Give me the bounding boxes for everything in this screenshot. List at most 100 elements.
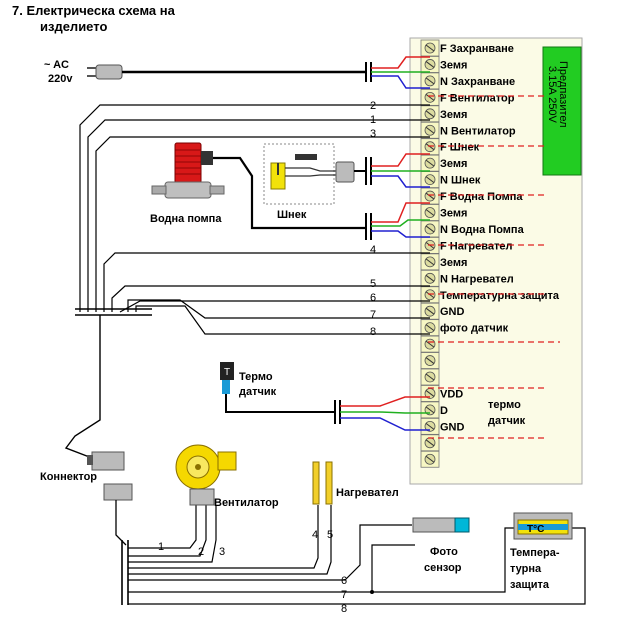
terminal-screw xyxy=(420,417,440,435)
diagram-title-line1: 7. Електрическа схема на xyxy=(12,3,176,18)
terminal-screw xyxy=(420,204,440,221)
terminal-screw xyxy=(420,56,440,73)
wire-number: 2 xyxy=(370,100,376,112)
temperature-protection-icon: T°C xyxy=(513,512,573,540)
terminal-label: F Вентилатор xyxy=(440,92,515,104)
terminal-screw xyxy=(420,220,440,238)
fan-wire-number: 2 xyxy=(198,546,204,558)
terminal-label: N Нагревател xyxy=(440,273,514,285)
tp-label-line3: защита xyxy=(510,579,550,591)
terminal-label: Земя xyxy=(440,59,467,71)
terminal-label: Земя xyxy=(440,208,467,220)
terminal-label: F Шнек xyxy=(440,142,480,154)
bottom-wire-number: 8 xyxy=(341,603,347,615)
fan-icon xyxy=(175,444,237,506)
terminal-screw xyxy=(420,253,440,271)
terminal-label: N Водна Помпа xyxy=(440,224,525,236)
terminal-screw xyxy=(420,269,440,287)
connector-label: Коннектор xyxy=(40,471,97,483)
wire-number: 6 xyxy=(370,292,376,304)
terminal-screw xyxy=(420,121,440,139)
terminal-label: N Вентилатор xyxy=(440,125,516,137)
terminal-screw xyxy=(420,401,440,419)
power-label-line2: 220v xyxy=(48,73,73,85)
wire-number: 4 xyxy=(370,244,376,256)
terminal-screw xyxy=(420,88,440,106)
terminal-screw xyxy=(420,434,440,452)
terminal-label: N Шнек xyxy=(440,175,481,187)
terminal-screw xyxy=(420,39,440,57)
wire-number: 8 xyxy=(370,326,376,338)
terminal-screw xyxy=(420,302,440,320)
terminal-label: Температурна защита xyxy=(440,290,560,302)
svg-text:T: T xyxy=(224,367,230,378)
terminal-screw xyxy=(420,187,440,205)
terminal-label: Земя xyxy=(440,109,467,121)
thermo-sensor-label-line2: датчик xyxy=(239,386,277,398)
auger-label: Шнек xyxy=(277,209,307,221)
terminal-screw xyxy=(420,154,440,172)
heater-icon xyxy=(312,461,333,505)
terminal-screw xyxy=(420,335,440,353)
bottom-wire-number: 6 xyxy=(341,575,347,587)
terminal-screw xyxy=(420,72,440,90)
terminal-label: N Захранване xyxy=(440,76,515,88)
fan-label: Вентилатор xyxy=(214,497,279,509)
group-separators xyxy=(428,95,560,439)
tp-label-line1: Темпера- xyxy=(510,547,560,559)
terminal-label: Земя xyxy=(440,257,467,269)
thermo-sensor-label-line1: Термо xyxy=(239,371,273,383)
terminal-label: VDD xyxy=(440,388,463,400)
terminal-label: D xyxy=(440,405,448,417)
terminal-screw xyxy=(420,450,440,468)
heater-label: Нагревател xyxy=(336,487,399,499)
tp-label-line2: турна xyxy=(510,563,542,575)
water-pump-icon xyxy=(151,142,225,199)
terminal-label: F Захранване xyxy=(440,43,514,55)
auger-motor-icon xyxy=(263,143,355,205)
terminal-screw xyxy=(420,319,440,337)
fuse-label-line1: Предпазител xyxy=(557,61,569,128)
fan-wire-number: 3 xyxy=(219,546,225,558)
photo-sensor-icon xyxy=(412,517,470,533)
fuse: Предпазител 3.15A 250V xyxy=(542,46,582,176)
terminal-screw xyxy=(420,286,440,304)
terminal-strip xyxy=(420,39,440,468)
terminal-label: F Водна Помпа xyxy=(440,191,523,203)
terminal-label: фото датчик xyxy=(440,323,509,335)
heater-wire-number: 5 xyxy=(327,529,333,541)
terminal-label: GND xyxy=(440,421,465,433)
fan-wire-number-marks: 1 2 3 xyxy=(158,541,225,558)
diagram-title-line2: изделието xyxy=(40,19,107,34)
wire-number: 1 xyxy=(370,114,376,126)
bottom-wire-number-marks: 6 7 8 xyxy=(341,575,347,615)
power-plug-icon: ~ AC 220v xyxy=(44,59,123,85)
wire-number: 7 xyxy=(370,309,376,321)
connector-icon xyxy=(87,451,133,501)
wire-number: 5 xyxy=(370,278,376,290)
heater-wire-number: 4 xyxy=(312,529,318,541)
photo-sensor-label-line1: Фото xyxy=(430,546,458,558)
fuse-label-line2: 3.15A 250V xyxy=(546,66,558,124)
terminal-label: F Нагревател xyxy=(440,240,512,252)
terminal-screw xyxy=(420,171,440,189)
tp-display: T°C xyxy=(527,524,544,535)
bottom-wire-number: 7 xyxy=(341,589,347,601)
fan-wire-number: 1 xyxy=(158,541,164,553)
terminal-screw xyxy=(420,368,440,386)
thermo-block-label-line2: датчик xyxy=(488,415,526,427)
thermo-block-label-line1: термо xyxy=(488,399,521,411)
terminal-screw xyxy=(420,352,440,369)
thermo-sensor-icon: T xyxy=(220,362,234,394)
power-label-line1: ~ AC xyxy=(44,59,69,71)
terminal-screw xyxy=(420,138,440,156)
terminal-label: Земя xyxy=(440,158,467,170)
photo-sensor-label-line2: сензор xyxy=(424,562,462,574)
terminal-screw xyxy=(420,105,440,123)
terminal-label: GND xyxy=(440,306,465,318)
pump-label: Водна помпа xyxy=(150,213,222,225)
